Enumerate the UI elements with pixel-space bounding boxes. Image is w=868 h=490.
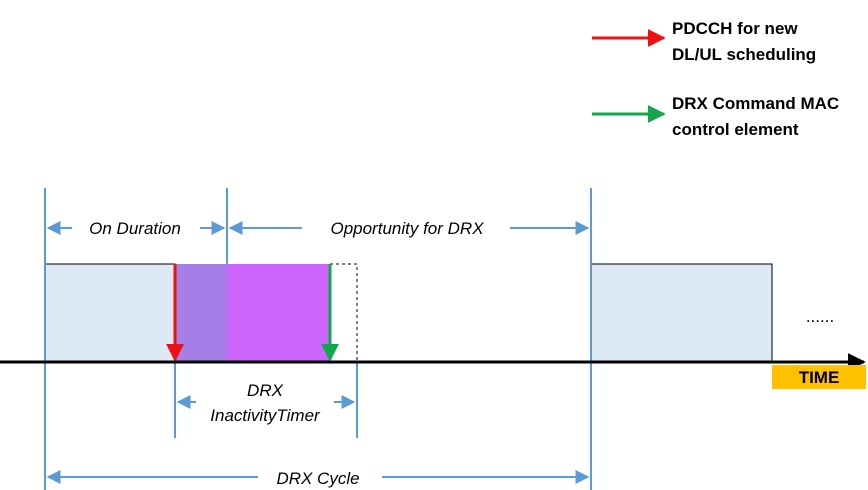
legend: PDCCH for new DL/UL scheduling DRX Comma… [592,19,839,139]
time-label: TIME [799,368,840,387]
time-badge [772,365,866,389]
vertical-guides [44,188,592,490]
opportunity-label: Opportunity for DRX [330,219,484,238]
continuation-ellipsis: ...... [806,307,834,326]
inactivity-label-line1: DRX [247,381,284,400]
on-duration-label: On Duration [89,219,181,238]
drx-cmd-legend-label-line1: DRX Command MAC [672,94,839,113]
drx-cycle-label: DRX Cycle [276,469,359,488]
on-duration-block [44,263,176,363]
drx-cmd-legend-label-line2: control element [672,120,799,139]
next-on-duration-block [590,263,773,363]
span-arrows [46,221,590,484]
pdcch-legend-label-line2: DL/UL scheduling [672,45,816,64]
inactivity-dashed-extension [330,263,358,362]
pdcch-legend-label-line1: PDCCH for new [672,19,798,38]
inactivity-label-line2: InactivityTimer [210,406,321,425]
inactivity-block-part1 [175,264,227,362]
inactivity-block-part2 [227,264,330,362]
